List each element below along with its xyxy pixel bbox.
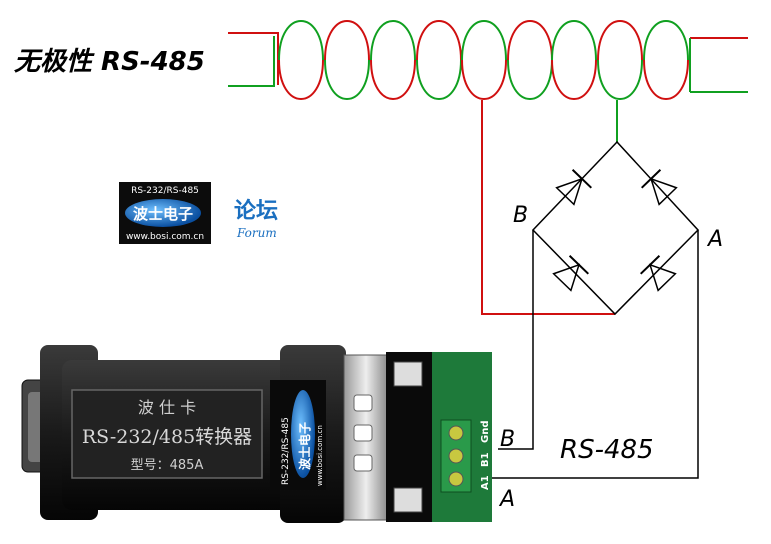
device-line3: 型号：485A: [131, 458, 204, 473]
screw-a1-icon: [448, 471, 464, 487]
bridge-label-b: B: [513, 203, 528, 228]
converter-device: 波 仕 卡 RS-232/485转换器 型号：485A RS-232/RS-48…: [21, 345, 346, 523]
forum-en: Forum: [236, 226, 277, 240]
cable-twist-top: [597, 20, 643, 61]
diode-bottom-right-icon: [640, 255, 677, 292]
cable-twist-bottom: [324, 59, 370, 100]
side-brand: 波士电子: [297, 422, 312, 470]
side-url: www.bosi.com.cn: [316, 425, 324, 486]
cable-twist-top: [416, 20, 462, 61]
terminal-label-a: A: [498, 487, 515, 512]
logo-url: www.bosi.com.cn: [126, 232, 204, 242]
logo-top-text: RS-232/RS-485: [131, 186, 199, 196]
globe-icon: [125, 199, 201, 227]
cable-twist-bottom: [643, 59, 689, 100]
cable-twist-bottom: [416, 59, 462, 100]
diode-top-left-icon: [555, 169, 592, 206]
terminal-label-b: B: [500, 427, 515, 452]
cable-twist-top: [324, 20, 370, 61]
cable-twist-bottom: [551, 59, 597, 100]
cable-twist-top: [507, 20, 553, 61]
cable-twist-top: [461, 20, 507, 61]
cable-twist-bottom: [597, 59, 643, 100]
side-text: RS-232/RS-485: [281, 417, 291, 485]
twisted-pair-cable: [228, 20, 748, 100]
cable-twist-top: [278, 20, 324, 61]
device-line2: RS-232/485转换器: [82, 426, 252, 448]
cable-twist-bottom: [370, 59, 416, 100]
device-line1: 波 仕 卡: [138, 398, 196, 417]
bridge-label-a: A: [706, 227, 723, 252]
diode-top-right-icon: [641, 169, 678, 206]
cable-twist-bottom: [461, 59, 507, 100]
cable-twist-bottom: [278, 59, 324, 100]
forum-cn: 论坛: [234, 198, 278, 224]
screw-b1-icon: [448, 448, 464, 464]
bridge-wiring: [470, 100, 700, 479]
logo-brand: 波士电子: [133, 205, 193, 223]
cable-twist-top: [370, 20, 416, 61]
diode-bottom-left-icon: [552, 255, 589, 292]
diagram-title: 无极性 RS-485: [14, 47, 205, 77]
pin-a1: A1: [480, 475, 491, 490]
cable-twist-top: [643, 20, 689, 61]
cable-twist-top: [551, 20, 597, 61]
pin-b1: B1: [480, 452, 491, 467]
bus-label: RS-485: [560, 435, 654, 465]
pin-gnd: Gnd: [480, 421, 491, 444]
brand-logo: RS-232/RS-485 波士电子 www.bosi.com.cn 论坛 Fo…: [119, 182, 278, 244]
screw-gnd-icon: [448, 425, 464, 441]
cable-twist-bottom: [507, 59, 553, 100]
side-globe-icon: [291, 390, 315, 478]
cable-twists: [278, 20, 689, 100]
terminal-block: A1 B1 Gnd: [343, 352, 492, 522]
